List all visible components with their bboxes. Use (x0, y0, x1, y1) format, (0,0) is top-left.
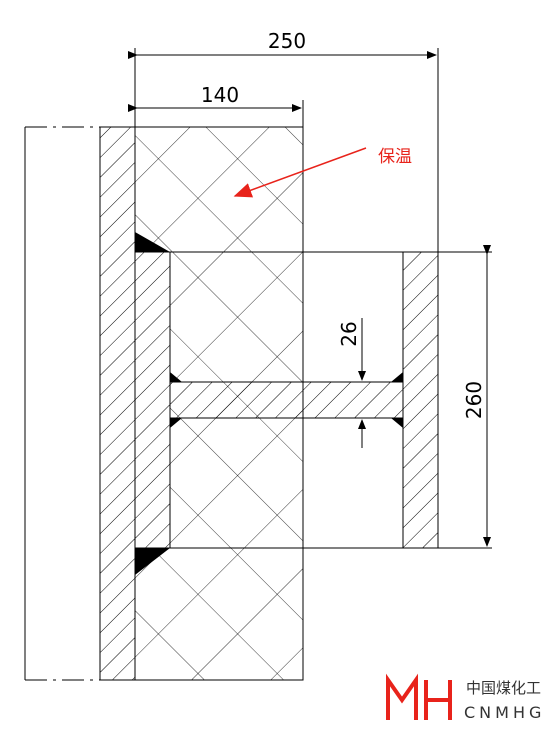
bracket-horizontal-rib (169, 381, 404, 419)
logo-name-en: CNMHG (464, 703, 545, 722)
logo-name-cn: 中国煤化工 (466, 679, 541, 697)
bracket-frame (170, 251, 439, 549)
bracket-outer-plate (402, 251, 439, 549)
bracket-vertical-plate (134, 251, 171, 549)
dimension-140: 140 (128, 83, 304, 127)
insulation-annotation: 保温 (233, 147, 412, 198)
insulation-region (135, 126, 304, 681)
dimension-250: 250 (128, 29, 439, 252)
weld-fillets (135, 232, 403, 575)
logo-mark (386, 673, 452, 720)
dimension-26-label: 26 (337, 321, 361, 346)
dimension-260-label: 260 (462, 381, 486, 419)
insulation-label: 保温 (378, 147, 412, 167)
dimension-250-label: 250 (268, 29, 306, 53)
company-logo: 中国煤化工 CNMHG (386, 673, 545, 722)
wall-outline (24, 126, 100, 681)
dimension-260: 260 (438, 245, 492, 549)
wall-plate-section (99, 126, 136, 681)
dimension-140-label: 140 (201, 83, 239, 107)
dimension-26: 26 (337, 318, 366, 448)
